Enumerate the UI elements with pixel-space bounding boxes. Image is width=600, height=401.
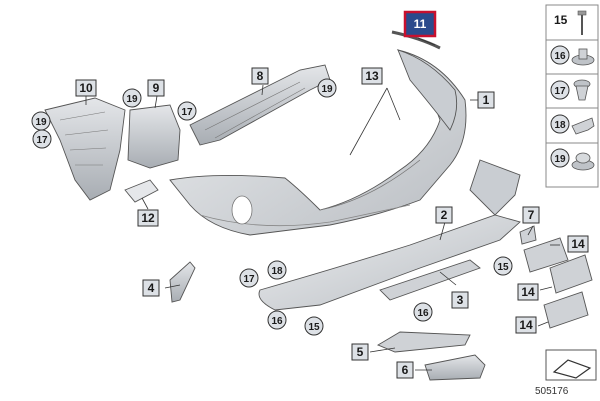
label-14c-text: 14 <box>519 318 533 332</box>
badge-17a[interactable]: 17 <box>32 129 52 149</box>
label-12-text: 12 <box>141 211 155 225</box>
label-2[interactable]: 2 <box>435 206 453 224</box>
label-13-text: 13 <box>365 69 379 83</box>
exhaust-tip-part <box>424 354 486 381</box>
badge-17a-text: 17 <box>36 135 48 146</box>
badge-15b[interactable]: 15 <box>493 256 513 276</box>
label-5[interactable]: 5 <box>351 343 369 361</box>
panel-item-19-label: 19 <box>554 154 566 165</box>
label-10-text: 10 <box>79 81 93 95</box>
label-12[interactable]: 12 <box>137 209 159 227</box>
badge-19a[interactable]: 19 <box>31 111 51 131</box>
label-10[interactable]: 10 <box>75 79 97 97</box>
bumper-lower-edge <box>199 204 411 227</box>
label-14b-text: 14 <box>521 285 535 299</box>
panel-item-16[interactable]: 16 <box>550 45 595 66</box>
label-8[interactable]: 8 <box>251 67 269 85</box>
panel-item-17-label: 17 <box>554 86 566 97</box>
badge-17c-text: 17 <box>243 274 255 285</box>
label-1-text: 1 <box>483 93 490 107</box>
badge-19b[interactable]: 19 <box>122 88 142 108</box>
panel-item-15[interactable]: 15 <box>554 10 587 35</box>
orientation-icon <box>545 349 597 381</box>
sensor-hole <box>231 195 253 225</box>
badge-19c[interactable]: 19 <box>317 78 337 98</box>
nut-icon <box>571 48 595 66</box>
label-3-text: 3 <box>457 293 464 307</box>
screw-icon <box>577 10 587 35</box>
highlight-part-11[interactable]: 11 <box>403 10 437 38</box>
badge-19b-text: 19 <box>126 94 138 105</box>
badge-18[interactable]: 18 <box>267 260 287 280</box>
panel-item-16-label: 16 <box>554 51 566 62</box>
label-14a-text: 14 <box>571 237 585 251</box>
panel-item-18-label: 18 <box>554 120 566 131</box>
badge-15a-text: 15 <box>308 322 320 333</box>
bumper-cover-top <box>397 49 458 131</box>
panel-item-15-label: 15 <box>554 13 568 27</box>
badge-15a[interactable]: 15 <box>304 316 324 336</box>
badge-16a[interactable]: 16 <box>267 310 287 330</box>
grommet-icon <box>571 152 595 171</box>
trim-strip-part <box>391 30 441 50</box>
label-5-text: 5 <box>357 345 364 359</box>
label-9[interactable]: 9 <box>147 79 165 97</box>
badge-17b[interactable]: 17 <box>177 101 197 121</box>
label-2-text: 2 <box>441 208 448 222</box>
label-14b[interactable]: 14 <box>517 283 539 301</box>
lower-trim-part <box>379 259 481 301</box>
label-7[interactable]: 7 <box>522 206 540 224</box>
bumper-inner-edge <box>319 159 421 211</box>
panel-item-17[interactable]: 17 <box>550 79 591 101</box>
plate-part-c <box>543 291 589 329</box>
label-13[interactable]: 13 <box>361 67 383 85</box>
small-bracket-part <box>124 179 159 203</box>
label-6[interactable]: 6 <box>396 361 414 379</box>
label-7-text: 7 <box>528 208 535 222</box>
leader-lines <box>85 37 560 371</box>
badge-15b-text: 15 <box>497 262 509 273</box>
label-14a[interactable]: 14 <box>567 235 589 253</box>
side-guide-part <box>169 261 196 303</box>
badge-16b-text: 16 <box>417 308 429 319</box>
panel-item-19[interactable]: 19 <box>550 148 595 171</box>
label-14c[interactable]: 14 <box>515 316 537 334</box>
badge-18-text: 18 <box>271 266 283 277</box>
lower-bracket-part <box>376 331 471 353</box>
diffuser-right-end <box>469 159 521 216</box>
label-4-text: 4 <box>148 281 155 295</box>
label-3[interactable]: 3 <box>451 291 469 309</box>
label-4[interactable]: 4 <box>142 279 160 297</box>
panel-item-18[interactable]: 18 <box>550 114 595 135</box>
badge-19a-text: 19 <box>35 117 47 128</box>
badge-16a-text: 16 <box>271 316 283 327</box>
label-6-text: 6 <box>402 363 409 377</box>
lower-diffuser-part <box>258 214 521 311</box>
side-bracket-part <box>127 104 181 169</box>
label-9-text: 9 <box>153 81 160 95</box>
badge-17b-text: 17 <box>181 107 193 118</box>
plate-part-b <box>549 254 593 294</box>
label-1[interactable]: 1 <box>477 91 495 109</box>
diagram-reference-number: 505176 <box>535 386 569 397</box>
clip-icon <box>573 79 591 101</box>
label-8-text: 8 <box>257 69 264 83</box>
badge-16b[interactable]: 16 <box>413 302 433 322</box>
highlight-label: 11 <box>414 17 427 31</box>
badge-17c[interactable]: 17 <box>239 268 259 288</box>
bracket-clip-icon <box>571 117 595 135</box>
badge-19c-text: 19 <box>321 84 333 95</box>
bumper-cover-part <box>169 49 467 236</box>
plate-part-a <box>523 237 569 273</box>
